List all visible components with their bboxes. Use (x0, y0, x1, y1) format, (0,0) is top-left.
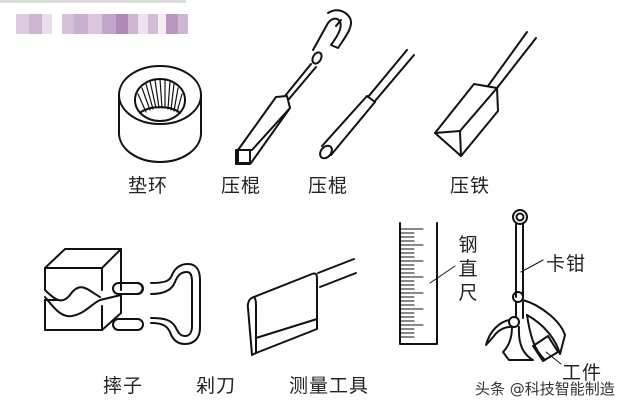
gasket-ring-drawing (118, 65, 202, 163)
label-measuring-tools: 测量工具 (289, 375, 370, 397)
watermark: 头条 @科技智能制造 (475, 380, 615, 398)
label-press-bar-square: 压棍 (221, 175, 262, 197)
label-cutter: 剁刀 (196, 375, 237, 397)
steel-ruler-drawing (399, 222, 456, 345)
press-bar-round-drawing (319, 49, 415, 160)
label-steel-ruler: 钢 直 尺 (458, 234, 478, 304)
tongs-drawing (485, 209, 566, 365)
press-iron-drawing (434, 31, 537, 157)
top-edge-bar (0, 0, 186, 3)
label-workpiece: 工件 (562, 362, 603, 384)
label-tongs: 卡钳 (546, 253, 587, 275)
blurred-title (16, 14, 188, 34)
label-gasket-ring: 垫环 (128, 175, 169, 197)
press-bar-square-drawing (235, 9, 352, 165)
swage-drawing (44, 248, 201, 345)
label-press-iron: 压铁 (450, 175, 491, 197)
cutter-drawing (246, 258, 357, 356)
label-swage: 摔子 (103, 375, 144, 397)
label-press-bar-round: 压棍 (308, 175, 349, 197)
